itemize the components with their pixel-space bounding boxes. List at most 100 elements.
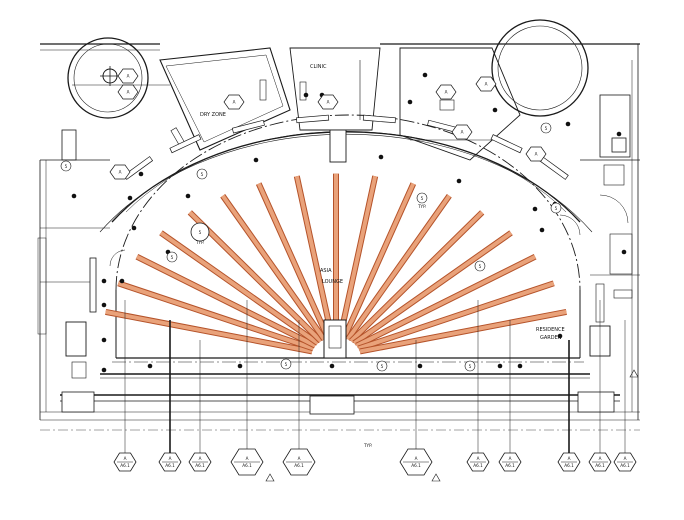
right-upper-room xyxy=(399,47,631,186)
elevation-number: A xyxy=(127,90,130,95)
keynote-number: 5 xyxy=(421,196,424,201)
callout-sheet: A6.1 xyxy=(294,463,304,468)
elevation-number: A xyxy=(127,74,130,79)
light-fixture xyxy=(517,363,523,369)
perimeter-walls xyxy=(39,43,640,431)
elevation-tag: A xyxy=(117,68,139,84)
elevation-hexagon xyxy=(117,68,139,84)
light-fixture xyxy=(417,363,423,369)
wall-panel xyxy=(231,119,265,134)
light-fixture xyxy=(303,92,309,98)
light-fixture xyxy=(329,363,335,369)
callout-number: A xyxy=(568,456,571,461)
callout-sheet: A6.1 xyxy=(195,463,205,468)
wall-panel xyxy=(123,156,154,180)
keynote-tag: 5 xyxy=(416,192,428,204)
keynote-circle xyxy=(416,192,428,204)
elevation-number: A xyxy=(461,130,464,135)
timber-beam-fill xyxy=(256,182,330,339)
callout-number: A xyxy=(124,456,127,461)
keynote-number: 5 xyxy=(171,255,174,260)
wall-piers xyxy=(61,391,615,415)
elevation-hexagon xyxy=(223,94,245,110)
revision-triangle xyxy=(629,369,639,378)
room-label-residence-sub: GARDEN xyxy=(540,335,562,341)
keynote-tag: 5 xyxy=(464,360,476,372)
keynote-circle xyxy=(280,358,292,370)
elevation-hexagon xyxy=(317,94,339,110)
keynote-circle xyxy=(464,360,476,372)
timber-beam-fill xyxy=(349,210,484,343)
callout-number: A xyxy=(509,456,512,461)
elevation-hexagon xyxy=(525,146,547,162)
room-label-clinic: CLINIC xyxy=(310,64,327,70)
round-tag-circle xyxy=(190,222,210,242)
keynote-number: 5 xyxy=(201,172,204,177)
elevation-tag: A xyxy=(475,76,497,92)
section-callout: AA6.1 xyxy=(466,452,490,472)
elevation-tag: A xyxy=(117,84,139,100)
timber-beam-fill xyxy=(117,281,315,351)
section-callout: AA6.1 xyxy=(158,452,182,472)
light-fixture xyxy=(616,131,622,137)
callout-leaders xyxy=(124,300,626,453)
round-tag-number: 5 xyxy=(199,230,202,235)
callout-number: A xyxy=(415,456,418,461)
callout-sheet: A6.1 xyxy=(165,463,175,468)
keynote-number: 5 xyxy=(469,364,472,369)
light-fixtures xyxy=(71,72,627,373)
keynote-number: 5 xyxy=(555,206,558,211)
left-wing-details xyxy=(37,129,97,379)
clinic-room xyxy=(289,47,381,131)
timber-beam-fill xyxy=(342,182,416,339)
elevation-tag: A xyxy=(223,94,245,110)
round-room-left xyxy=(67,37,170,119)
timber-beam-fill xyxy=(353,231,513,345)
light-fixture xyxy=(101,367,107,373)
callout-sheet: A6.1 xyxy=(120,463,130,468)
timber-ceiling-beams xyxy=(105,173,567,355)
wall-panel xyxy=(296,114,330,124)
keynote-number: 5 xyxy=(545,126,548,131)
section-callout: AA6.1 xyxy=(588,452,612,472)
elevation-hexagon xyxy=(109,164,131,180)
light-fixture xyxy=(138,171,144,177)
timber-beam-fill xyxy=(338,175,378,338)
timber-beam-fill xyxy=(359,309,567,354)
section-callouts: AA6.1AA6.1AA6.1AA6.1AA6.1AA6.1AA6.1AA6.1… xyxy=(113,369,639,482)
callout-sheet: A6.1 xyxy=(564,463,574,468)
timber-beam-fill xyxy=(188,210,323,343)
room-label-lounge-prefix: ASIA xyxy=(320,268,332,274)
keynote-circle xyxy=(166,251,178,263)
callout-sheet: A6.1 xyxy=(411,463,421,468)
light-fixture xyxy=(101,337,107,343)
section-callout: A A6.1 xyxy=(557,452,581,472)
light-fixture xyxy=(539,227,545,233)
light-fixture xyxy=(422,72,428,78)
elevation-tag: A xyxy=(525,146,547,162)
elevation-number: A xyxy=(535,152,538,157)
elevation-hexagon xyxy=(451,124,473,140)
keynote-tag: 5 xyxy=(166,251,178,263)
callout-number: A xyxy=(298,456,301,461)
keynote-circle xyxy=(550,202,562,214)
section-callout: A A6.1 xyxy=(399,448,433,476)
timber-beam-fill xyxy=(135,254,317,348)
elevation-hexagon xyxy=(117,84,139,100)
section-callout: A A6.1 xyxy=(113,452,137,472)
elevation-hexagon xyxy=(435,84,457,100)
colonnade-wall-panels xyxy=(123,114,569,180)
light-fixture xyxy=(532,206,538,212)
light-fixture xyxy=(119,278,125,284)
central-column xyxy=(323,319,347,359)
elevation-number: A xyxy=(233,100,236,105)
section-callout: AA6.1 xyxy=(613,452,637,472)
wall-panel xyxy=(490,134,523,154)
timber-beam-fill xyxy=(355,254,537,348)
callout-sheet: A6.1 xyxy=(505,463,515,468)
section-callout: AA6.1 xyxy=(188,452,212,472)
round-tag: 5 xyxy=(190,222,210,242)
elevation-tag: A xyxy=(435,84,457,100)
